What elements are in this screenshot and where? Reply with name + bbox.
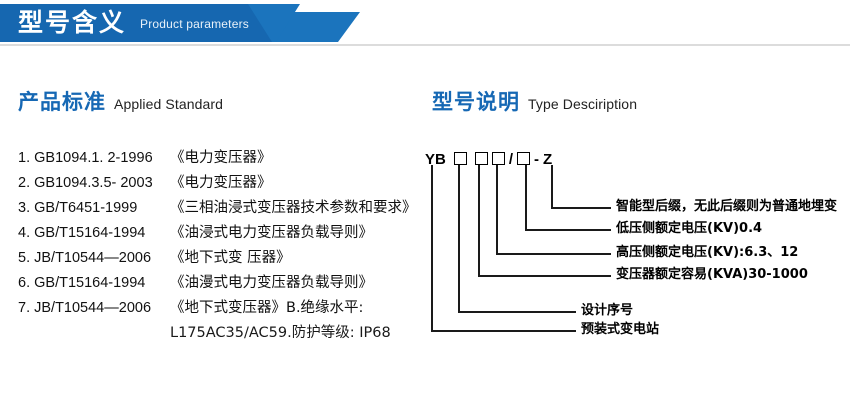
applied-standards-list: 1. GB1094.1. 2-1996《电力变压器》2. GB1094.3.5-…: [18, 146, 428, 346]
leader-vline-suffix: [551, 165, 553, 209]
leader-hline-lv-voltage: [525, 229, 611, 231]
standard-name: 《地下式变压器》B.绝缘水平:: [170, 300, 364, 316]
callout-label-substation: 预装式变电站: [581, 322, 660, 337]
leader-vline-design-no: [458, 165, 460, 313]
type-code-placeholder-box: [453, 152, 467, 165]
standard-row: 2. GB1094.3.5- 2003 《电力变压器》: [18, 171, 428, 196]
section-title-applied-standard: 产品标准 Applied Standard: [18, 86, 223, 116]
banner-title-cn: 型号含义: [18, 8, 127, 37]
standard-row: 7. JB/T10544—2006 《地下式变压器》B.绝缘水平:: [18, 296, 428, 321]
section-title-right-en: Type Desciription: [528, 96, 638, 112]
type-code-token: YB: [425, 151, 446, 168]
standard-continuation: L175AC35/AC59.防护等级: IP68: [170, 325, 391, 341]
banner-title-en: Product parameters: [140, 17, 249, 31]
standard-row: 1. GB1094.1. 2-1996 《电力变压器》: [18, 146, 428, 171]
leader-hline-hv-voltage: [496, 253, 611, 255]
standard-code: 2. GB1094.3.5- 2003: [18, 175, 153, 191]
leader-vline-hv-voltage: [496, 165, 498, 255]
leader-vline-substation: [431, 165, 433, 332]
standard-name: 《地下式变 压器》: [170, 250, 291, 266]
standard-row: 4. GB/T15164-1994 《油浸式电力变压器负载导则》: [18, 221, 428, 246]
leader-hline-capacity: [478, 275, 611, 277]
type-code-placeholder-box: [474, 152, 488, 165]
section-title-right-cn: 型号说明: [432, 90, 520, 114]
type-code-token: -: [534, 151, 540, 168]
standard-name: 《油浸式电力变压器负载导则》: [170, 225, 373, 241]
callout-label-hv-voltage: 高压侧额定电压(KV):6.3、12: [616, 245, 799, 260]
standard-code: 1. GB1094.1. 2-1996: [18, 150, 153, 166]
leader-vline-capacity: [478, 165, 480, 277]
standard-row: 5. JB/T10544—2006 《地下式变 压器》: [18, 246, 428, 271]
type-code-diagram: YB / -Z 智能型后缀，无此后缀则为普通地埋变 低压侧额定电压(KV)0.4 高…: [420, 140, 850, 340]
standard-code: 4. GB/T15164-1994: [18, 225, 146, 241]
standard-code: 6. GB/T15164-1994: [18, 275, 146, 291]
leader-hline-design-no: [458, 311, 576, 313]
standard-name: 《三相油浸式变压器技术参数和要求》: [170, 200, 417, 216]
leader-hline-substation: [431, 330, 576, 332]
type-code-token: Z: [543, 151, 553, 168]
type-code-token: /: [508, 151, 514, 168]
page-header-banner: 型号含义 Product parameters: [0, 0, 850, 46]
standard-row: 3. GB/T6451-1999 《三相油浸式变压器技术参数和要求》: [18, 196, 428, 221]
standard-code: 5. JB/T10544—2006: [18, 250, 152, 266]
standard-code: 3. GB/T6451-1999: [18, 200, 138, 216]
standard-name: 《油漫式电力变压器负载导则》: [170, 275, 373, 291]
banner-shape-dark: [0, 4, 272, 42]
standard-name: 《电力变压器》: [170, 150, 272, 166]
leader-hline-suffix: [551, 207, 611, 209]
type-code-string: YB / -Z: [425, 145, 556, 167]
callout-label-lv-voltage: 低压侧额定电压(KV)0.4: [616, 221, 763, 236]
callout-label-design-no: 设计序号: [581, 303, 634, 318]
standard-name: 《电力变压器》: [170, 175, 272, 191]
section-title-type-description: 型号说明 Type Desciription: [432, 86, 637, 116]
banner-divider: [0, 44, 850, 46]
standard-row: 6. GB/T15164-1994 《油漫式电力变压器负载导则》: [18, 271, 428, 296]
section-title-left-en: Applied Standard: [114, 96, 224, 112]
leader-vline-lv-voltage: [525, 165, 527, 231]
type-code-placeholder-box: [517, 152, 531, 165]
section-title-left-cn: 产品标准: [18, 90, 106, 114]
type-code-placeholder-box: [491, 152, 505, 165]
standard-code: 7. JB/T10544—2006: [18, 300, 152, 316]
callout-label-capacity: 变压器额定容易(KVA)30-1000: [616, 267, 808, 282]
callout-label-suffix: 智能型后缀，无此后缀则为普通地埋变: [616, 199, 838, 214]
